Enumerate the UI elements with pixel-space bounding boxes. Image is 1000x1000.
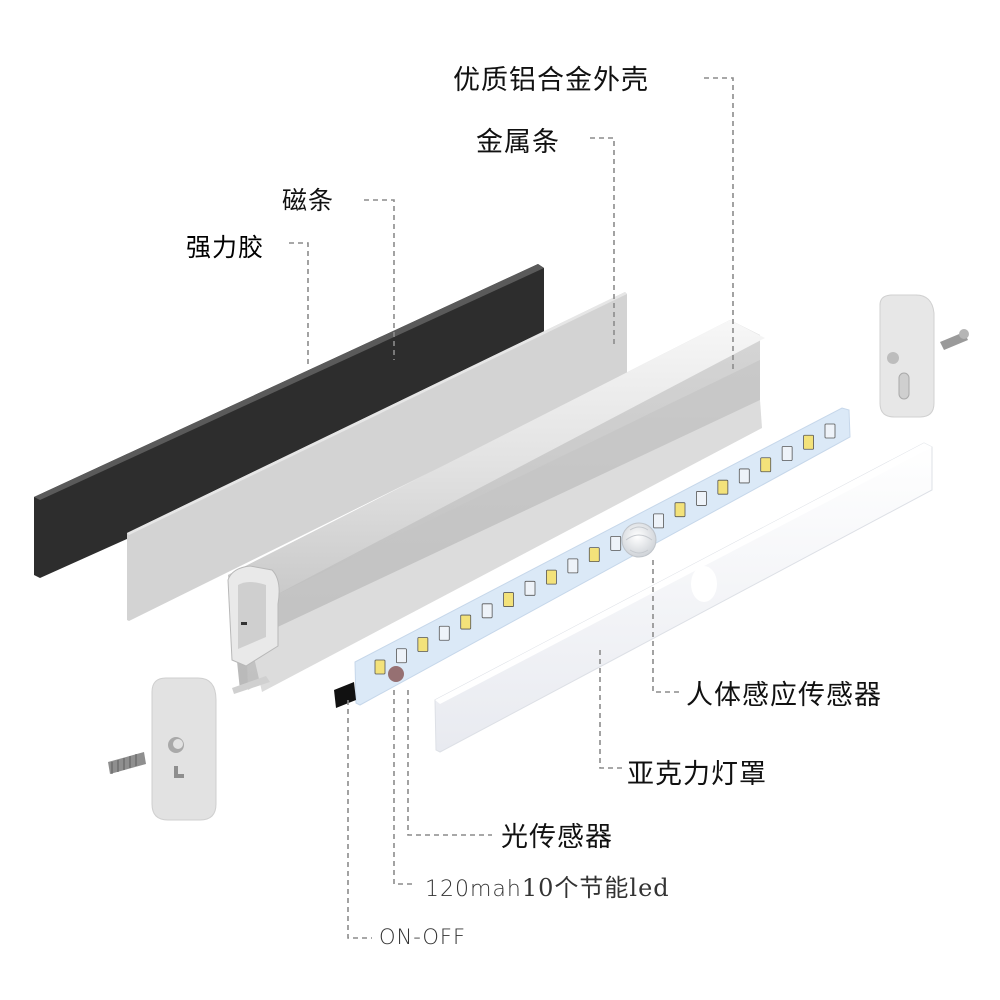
pcb-component (610, 535, 622, 551)
pcb-component (524, 580, 536, 596)
leader-lines (289, 77, 734, 939)
label-adhesive: 强力胶 (186, 233, 265, 262)
led-chip (374, 659, 386, 675)
leader-metal-strip (590, 137, 615, 346)
light-sensor (388, 666, 404, 682)
leader-magnetic-strip (364, 199, 395, 360)
label-acrylic-cover: 亚克力灯罩 (627, 759, 767, 790)
pcb-component (696, 491, 707, 506)
label-magnetic-strip: 磁条 (282, 186, 335, 215)
acrylic-cover (434, 442, 933, 753)
pcb-component (396, 648, 407, 664)
led-chip (417, 637, 429, 652)
label-pir-sensor: 人体感应传感器 (686, 680, 882, 711)
led-count: 10个节能led (521, 874, 670, 902)
led-chip (588, 547, 600, 563)
led-chip (717, 479, 729, 495)
leader-acrylic-cover (599, 650, 624, 769)
label-light-sensor: 光传感器 (501, 822, 613, 853)
leader-light-sensor (407, 690, 492, 836)
screw-left-icon (108, 752, 146, 774)
aluminum-shell (227, 320, 765, 694)
end-cap-left (151, 677, 217, 821)
end-cap-right (879, 294, 935, 418)
label-battery-led: 120mah10个节能led (425, 868, 670, 903)
battery-capacity: 120mah (425, 877, 522, 902)
led-chip (760, 457, 772, 473)
label-switch: ON-OFF (379, 925, 467, 949)
led-chip (503, 592, 514, 607)
pcb-component (738, 468, 750, 484)
power-switch (334, 682, 356, 708)
led-chip (460, 614, 472, 630)
pcb-component (481, 603, 493, 619)
pcb-component (824, 423, 836, 439)
leader-shell (704, 77, 734, 372)
magnetic-strip (127, 292, 627, 621)
label-shell: 优质铝合金外壳 (453, 65, 649, 96)
pcb-component (438, 625, 450, 641)
pcb-component (781, 446, 793, 461)
pir-sensor (621, 522, 657, 558)
screw-right-icon (940, 329, 969, 350)
led-chip (546, 569, 557, 585)
led-chip (674, 502, 686, 518)
label-metal-strip: 金属条 (476, 127, 560, 158)
pcb-component (653, 513, 664, 529)
adhesive-strip (34, 264, 544, 578)
leader-battery-led (393, 690, 416, 885)
pcb-component (567, 558, 579, 574)
leader-adhesive (289, 242, 309, 366)
led-pcb (334, 407, 851, 708)
leader-switch (347, 700, 372, 939)
led-chip (803, 434, 814, 450)
